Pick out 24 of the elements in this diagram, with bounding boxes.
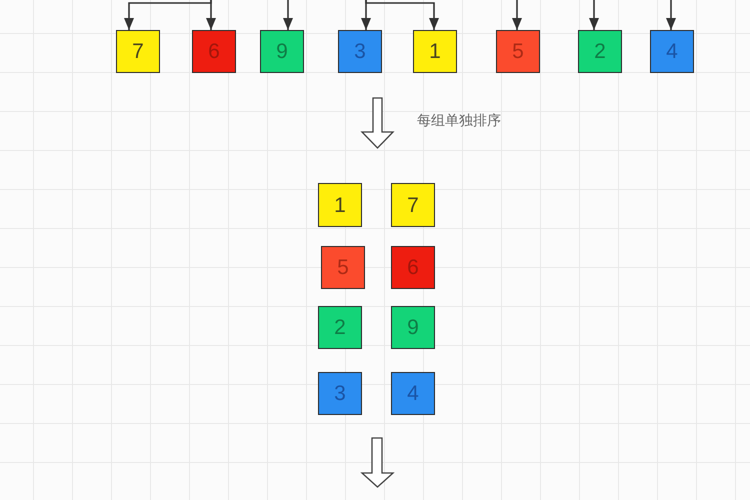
number-box: 2 <box>318 306 362 349</box>
arrow <box>666 0 676 30</box>
number-box: 3 <box>318 372 362 415</box>
number-box: 4 <box>650 30 694 73</box>
number-box: 3 <box>338 30 382 73</box>
number-box: 6 <box>192 30 236 73</box>
arrow <box>124 0 212 30</box>
number-box: 7 <box>391 183 435 227</box>
arrow <box>365 0 439 30</box>
number-box: 6 <box>391 246 435 289</box>
number-box: 5 <box>496 30 540 73</box>
number-box: 2 <box>578 30 622 73</box>
number-box: 9 <box>260 30 304 73</box>
arrow <box>589 0 599 30</box>
arrow <box>283 0 293 30</box>
number-box: 1 <box>318 183 362 227</box>
number-box: 9 <box>391 306 435 349</box>
number-box: 1 <box>413 30 457 73</box>
step-label: 每组单独排序 <box>417 112 501 129</box>
arrow <box>206 0 216 30</box>
number-box: 5 <box>321 246 365 289</box>
arrow <box>512 0 522 30</box>
number-box: 7 <box>116 30 160 73</box>
number-box: 4 <box>391 372 435 415</box>
